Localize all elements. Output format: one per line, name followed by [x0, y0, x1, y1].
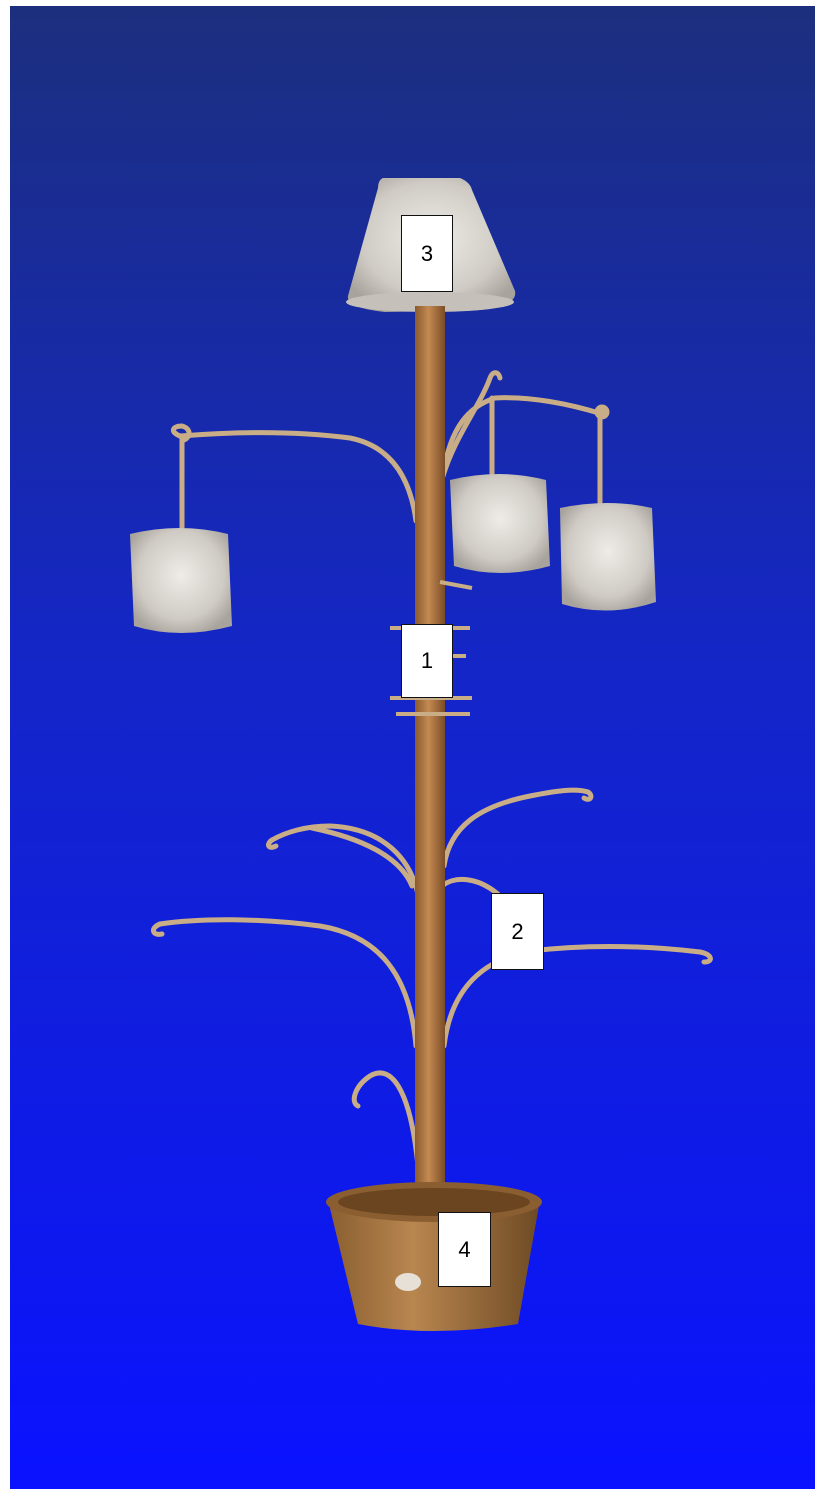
- right-hanging-shade-2: [560, 503, 656, 611]
- callout-label-1: 1: [401, 624, 453, 698]
- plant-pot: [326, 1182, 542, 1331]
- right-hanging-shade-1: [450, 474, 550, 573]
- callout-label-2: 2: [491, 893, 544, 970]
- left-hanging-shade: [130, 528, 232, 633]
- callout-label-4: 4: [438, 1212, 491, 1287]
- callout-label-3: 3: [401, 215, 453, 292]
